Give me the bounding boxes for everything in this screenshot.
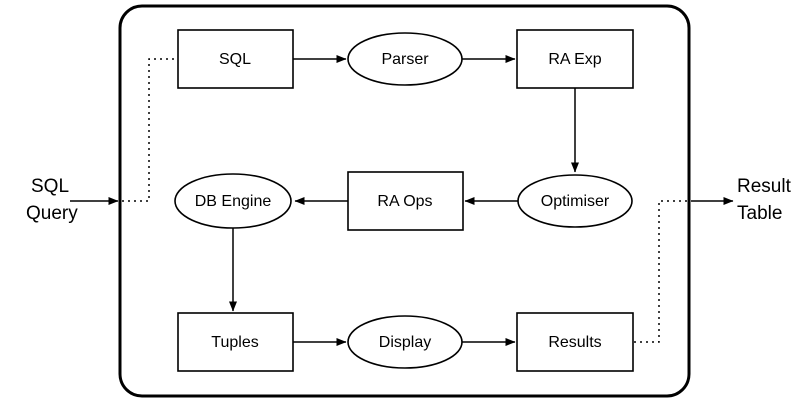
node-results-label: Results (548, 334, 601, 351)
node-db-engine-label: DB Engine (195, 193, 272, 210)
node-tuples[interactable] (177, 312, 294, 372)
node-optimiser-label: Optimiser (541, 193, 610, 210)
edge-results-to-boundary (634, 200, 687, 343)
output-label-line1: Result (737, 176, 792, 197)
edge-boundary-to-sql (122, 58, 176, 202)
node-ra-exp-label: RA Exp (548, 51, 601, 68)
input-label-line2: Query (26, 203, 78, 224)
node-ra-ops[interactable] (347, 171, 464, 231)
node-ra-ops-label: RA Ops (377, 193, 432, 210)
input-label-line1: SQL (31, 176, 69, 197)
dbms-boundary (118, 4, 691, 398)
node-ra-exp[interactable] (516, 29, 634, 89)
output-label-line2: Table (737, 203, 782, 224)
node-parser-label: Parser (381, 51, 429, 68)
node-results[interactable] (516, 312, 634, 372)
node-sql-label: SQL (219, 51, 251, 68)
node-sql[interactable] (177, 29, 294, 89)
node-tuples-label: Tuples (211, 334, 258, 351)
node-display-label: Display (379, 334, 431, 351)
